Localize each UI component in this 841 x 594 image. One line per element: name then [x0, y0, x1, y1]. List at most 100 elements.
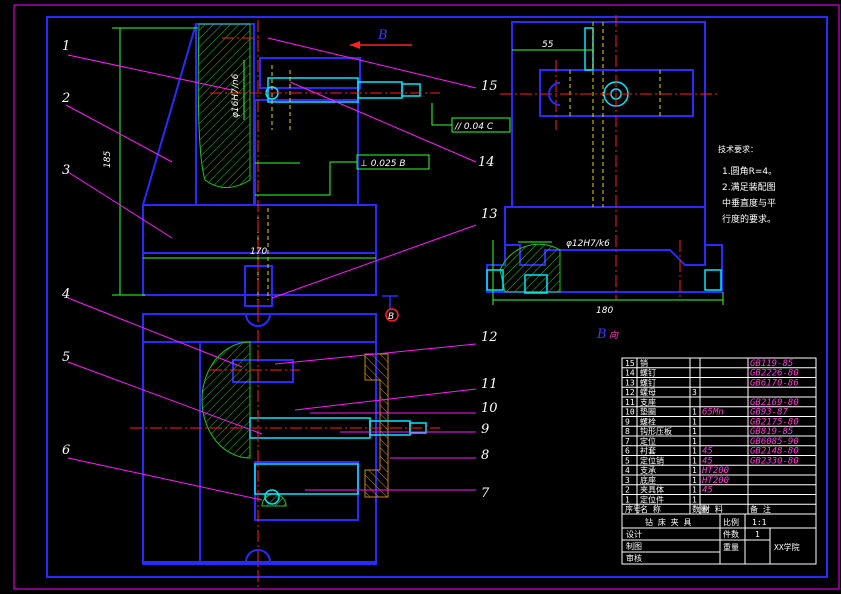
- tech-title: 技术要求：: [718, 144, 758, 154]
- part-label-11: 11: [481, 377, 498, 392]
- bom-cell-qty: 3: [692, 388, 697, 397]
- bom-cell-no: 15: [625, 359, 635, 368]
- top-section-hatch-left: [201, 341, 251, 459]
- bom-header-cell: 数量: [692, 504, 708, 514]
- tech-line-4: 行度的要求。: [722, 213, 776, 225]
- dim-offset-side: 55: [542, 40, 554, 50]
- bom-cell-qty: 1: [692, 495, 697, 504]
- dim-width-side: 180: [596, 306, 613, 316]
- bom-cell-no: 13: [625, 378, 635, 387]
- bom-cell-name: 支座: [640, 397, 656, 407]
- datum-label: B: [388, 312, 394, 322]
- bom-cell-std: GB93-87: [750, 408, 789, 418]
- tech-line-2: 2.满足装配图: [722, 181, 776, 193]
- bom-cell-name: 定位件: [640, 494, 664, 504]
- bom-header-cell: 备 注: [750, 504, 771, 514]
- bom-cell-material: 45: [702, 486, 713, 496]
- bom-header-cell: 序号: [625, 504, 641, 514]
- bom-cell-name: 夹具体: [640, 485, 664, 495]
- part-label-15: 15: [481, 79, 498, 94]
- bom-cell-name: 螺母: [640, 387, 656, 397]
- bom-cell-no: 8: [625, 427, 630, 436]
- tech-requirements: 技术要求： 1.圆角R=4。 2.满足装配图 中垂直度与平 行度的要求。: [718, 144, 777, 225]
- top-view: [142, 313, 377, 565]
- bom-cell-name: 垫圈: [640, 407, 656, 417]
- bom-cell-no: 9: [625, 417, 630, 426]
- title-scale-value: 1:1: [752, 518, 767, 527]
- bom-cell-std: GB2330-80: [750, 456, 799, 466]
- bom-cell-material: 65Mn: [702, 408, 724, 418]
- bom-cell-no: 4: [625, 466, 630, 475]
- bom-cell-qty: 1: [692, 437, 697, 446]
- front-view: [141, 23, 377, 307]
- title-checker-label: 审核: [626, 553, 642, 563]
- part-label-10: 10: [481, 401, 498, 416]
- bom-cell-no: 6: [625, 447, 630, 456]
- part-label-6: 6: [62, 443, 70, 458]
- top-section-hatch-right: [364, 353, 389, 498]
- front-centerlines: [210, 20, 440, 310]
- part-label-8: 8: [481, 448, 489, 463]
- title-designer-label: 设计: [626, 529, 642, 539]
- tolerance-perpendicular: ⊥ 0.025 B: [360, 159, 406, 169]
- title-sheet-value: 1: [755, 530, 760, 539]
- bom-cell-no: 11: [625, 398, 635, 407]
- bom-cell-material: 45: [702, 456, 713, 466]
- part-label-12: 12: [481, 330, 498, 345]
- bom-cell-name: 支承: [640, 465, 656, 475]
- bom-cell-no: 3: [625, 476, 630, 485]
- bom-cell-name: 钩形压板: [640, 426, 672, 436]
- title-sheet-label: 件数: [723, 529, 739, 539]
- side-centerlines: [500, 15, 720, 300]
- dim-hole-fit: φ12H7/k6: [566, 239, 610, 249]
- view-b-label: B: [596, 327, 607, 342]
- top-notch: [245, 313, 271, 327]
- title-block: [621, 513, 817, 565]
- bom-cell-qty: 1: [692, 466, 697, 475]
- inner-frame: [46, 16, 828, 578]
- part-label-5: 5: [62, 350, 70, 365]
- dimension-lines: [112, 27, 724, 305]
- bom-cell-material: HT200: [701, 466, 729, 476]
- bom-cell-no: 1: [625, 495, 630, 504]
- title-scale-label: 比例: [723, 517, 739, 527]
- bom-cell-material: 45: [702, 447, 713, 457]
- side-hidden: [569, 22, 661, 207]
- bom-cell-name: 定位: [640, 436, 656, 446]
- bom-header-cell: 材 料: [702, 504, 723, 514]
- front-screw: [265, 77, 421, 103]
- tech-line-3: 中垂直度与平: [722, 197, 776, 209]
- bom-cell-no: 14: [625, 369, 635, 378]
- bom-cell-qty: 1: [692, 486, 697, 495]
- bom-cell-std: GB2226-80: [750, 369, 799, 379]
- tolerance-parallel: // 0.04 C: [454, 122, 494, 132]
- bom-cell-material: HT200: [701, 476, 729, 486]
- view-arrow: [350, 41, 412, 49]
- title-school: XX学院: [774, 542, 800, 552]
- top-centerlines: [130, 310, 440, 590]
- bom-cell-no: 12: [625, 388, 635, 397]
- part-label-1: 1: [62, 39, 70, 54]
- dim-width-front: 170: [250, 247, 267, 257]
- part-label-14: 14: [478, 155, 495, 170]
- datum-circle: [385, 308, 399, 322]
- bottom-notch: [245, 549, 271, 563]
- title-weight-label: 重量: [723, 542, 739, 552]
- bom-cell-qty: 1: [692, 476, 697, 485]
- bom-cell-name: 衬套: [640, 446, 656, 456]
- bom-cell-qty: 1: [692, 456, 697, 465]
- bom-cell-qty: 1: [692, 427, 697, 436]
- bom-header-cell: 名 称: [640, 504, 661, 514]
- side-hatch: [499, 243, 561, 293]
- side-slot: [548, 82, 561, 106]
- bom-cell-name: 销: [640, 358, 648, 368]
- bom-cell-std: GB119-85: [750, 359, 793, 369]
- title-drafter-label: 制图: [626, 541, 642, 551]
- bom-cell-no: 2: [625, 486, 630, 495]
- part-label-9: 9: [481, 422, 489, 437]
- bom-cell-std: GB819-85: [750, 427, 793, 437]
- part-label-7: 7: [481, 486, 490, 501]
- bom-cell-name: 螺钉: [640, 368, 656, 378]
